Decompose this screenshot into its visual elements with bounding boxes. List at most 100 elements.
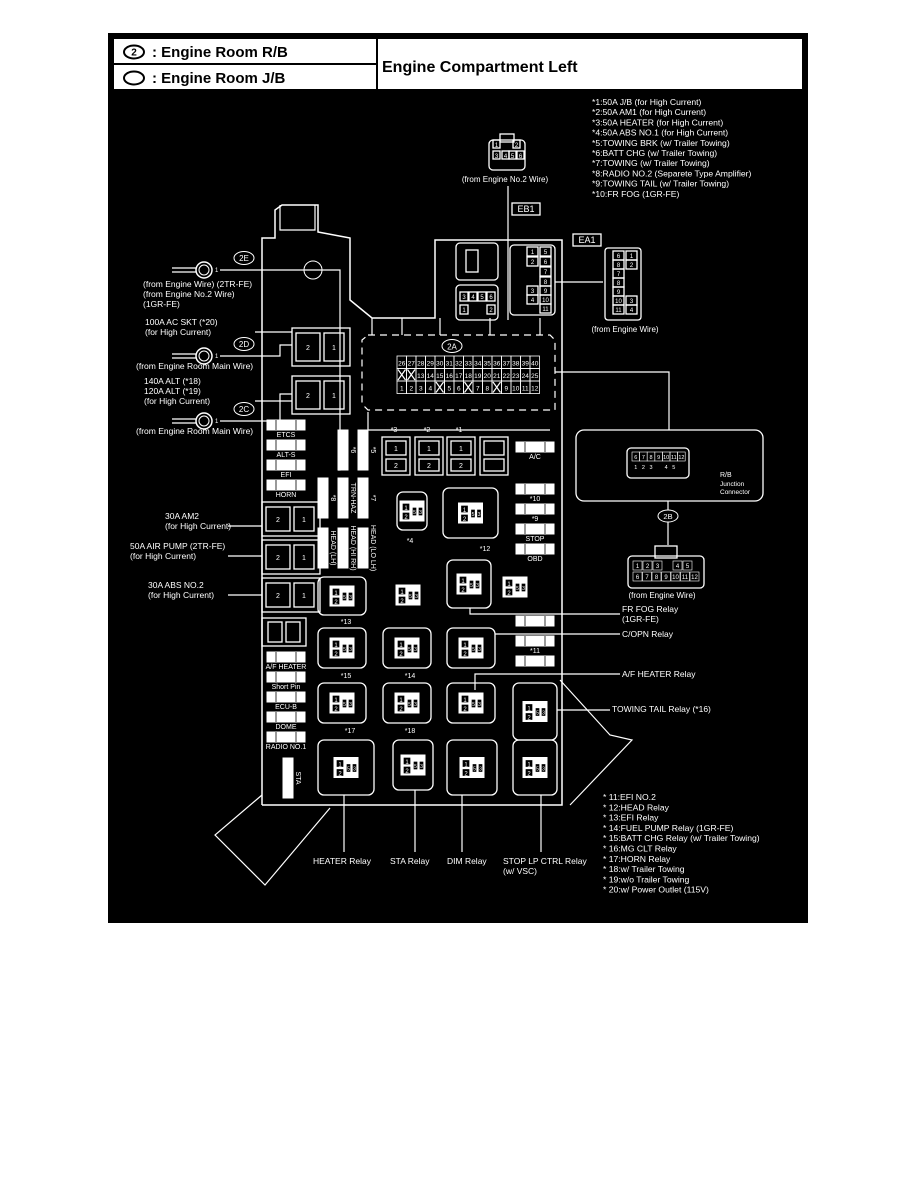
pin-number: 1 <box>462 308 466 314</box>
rb-junction-label: Connector <box>720 489 751 496</box>
j2a-pin-number: 37 <box>503 361 511 368</box>
fuse-vertical <box>357 477 369 519</box>
fuse-terminal <box>265 506 291 532</box>
ring-terminal-icon <box>195 347 213 365</box>
dim-relay-label: DIM Relay <box>447 856 487 866</box>
connector-pin <box>670 571 681 582</box>
fuse-caption: ETCS <box>277 432 296 439</box>
relay-pin <box>460 703 470 713</box>
rb-junction-label: Junction <box>720 481 745 488</box>
x-mark <box>492 381 501 393</box>
relay-pin <box>412 643 419 654</box>
j2a-pin-number: 11 <box>522 386 529 393</box>
terminal-stud-icon <box>303 260 323 280</box>
pin-number: 5 <box>511 154 515 160</box>
relay-pin <box>471 762 478 774</box>
relay-pin-number: 1 <box>461 579 465 585</box>
pin-number: 10 <box>615 299 622 305</box>
pin-number: 8 <box>649 455 652 461</box>
relay-pin <box>459 513 470 523</box>
fuse-pin: 2 <box>306 393 310 400</box>
connector-pin <box>492 139 501 149</box>
fuse-pin: 2 <box>306 345 310 352</box>
relay-14 <box>382 627 432 669</box>
relay-pin <box>411 506 418 517</box>
heater-relay-label: HEATER Relay <box>313 856 372 866</box>
high-current-fuse-label: (for High Current) <box>165 521 231 531</box>
fuse-pin: 2 <box>548 507 552 514</box>
fuse-vertical <box>357 527 369 569</box>
relay-pin <box>524 702 534 713</box>
fuse-terminal <box>418 440 440 456</box>
pin-number: 3 <box>531 289 535 295</box>
relay-pin-number: 1 <box>405 760 409 766</box>
relay-pin <box>458 575 468 585</box>
j2a-pin-number: 22 <box>503 373 511 380</box>
pin-number: 5 <box>544 250 548 256</box>
fuse-rating: 7.5A <box>528 547 543 554</box>
fuse-right <box>515 655 555 667</box>
footnote-bottom: * 11:EFI NO.2 <box>603 792 656 802</box>
fuse-pin: 2 <box>269 695 273 702</box>
relay-pin <box>476 643 483 654</box>
relay-pin <box>335 767 345 778</box>
j2b-symbol-icon <box>657 509 679 523</box>
connector-pin <box>539 266 552 277</box>
relay-pin <box>406 698 413 709</box>
connector-pin <box>492 150 501 160</box>
j2a-pin-number: 34 <box>474 361 482 368</box>
j2a-pin-number: 14 <box>427 373 435 380</box>
j2a-pin-number: 4 <box>428 386 432 393</box>
fuse-caption: *7 <box>369 495 376 502</box>
fuse-pin: 1 <box>299 735 303 742</box>
high-current-fuse-label: (for High Current) <box>145 327 211 337</box>
relay-pin-number: 3 <box>415 594 418 600</box>
relay-pin-number: 1 <box>507 582 511 588</box>
relay-pin <box>468 579 475 590</box>
fuse-rating: 30A <box>529 507 542 514</box>
j2a-pin-number: 17 <box>455 373 463 380</box>
wire-source-label: (from Engine No.2 Wire) <box>143 289 235 299</box>
fuse-rating: 10A <box>529 445 542 452</box>
relay-pin-number: 2 <box>338 772 342 778</box>
connector-pin <box>680 571 690 582</box>
fuse-caption: TRN-HAZ <box>349 483 356 514</box>
footnote-bottom: * 16:MG CLT Relay <box>603 844 677 854</box>
connector-pin <box>512 139 521 149</box>
relay-pin <box>397 586 407 596</box>
connector-pin <box>526 294 539 305</box>
relay-pin-number: 3 <box>542 711 545 717</box>
relay-pin-number: 3 <box>476 583 479 589</box>
pin-number: 6 <box>634 455 637 461</box>
fuse-pin: 2 <box>276 517 280 524</box>
relay-pin <box>417 506 424 517</box>
relay-pin-number: 1 <box>338 763 342 769</box>
fuse-caption: HEAD (LO LH) <box>369 525 376 571</box>
fuse-rating: 15A <box>341 491 348 504</box>
wire-2d-line <box>220 344 292 357</box>
j2a-pin-number: 30 <box>436 361 444 368</box>
fuse-pin: 2 <box>548 487 552 494</box>
pin-number: 6 <box>617 254 621 260</box>
j2a-pin-number: 6 <box>457 386 461 393</box>
fuse-pin: 2 <box>548 547 552 554</box>
relay-tag: *13 <box>341 619 352 626</box>
relay-heater <box>317 739 375 796</box>
fr-fog-relay-label: (1GR-FE) <box>622 614 659 624</box>
fuse-box-tab <box>279 205 316 231</box>
wire-tag: 2C <box>239 405 249 414</box>
fuse-terminal <box>267 621 283 643</box>
pin-number: 8 <box>617 281 621 287</box>
fuse-caption: HEAD (HI RH) <box>349 525 356 570</box>
j2a-pin-number: 29 <box>427 361 435 368</box>
fuse-pin: 1 <box>299 715 303 722</box>
wire-pin-number: 1 <box>215 268 219 274</box>
wire-tag-symbol-icon <box>233 251 255 265</box>
j2a-pin-number: 21 <box>493 373 501 380</box>
fuse-pin: 2 <box>269 675 273 682</box>
fuse-vertical <box>282 757 294 799</box>
high-current-fuse <box>291 327 351 367</box>
fuse-rating: 10A <box>280 735 293 742</box>
fuse-pin: 1 <box>299 443 303 450</box>
fuse-caption: *5 <box>369 447 376 454</box>
